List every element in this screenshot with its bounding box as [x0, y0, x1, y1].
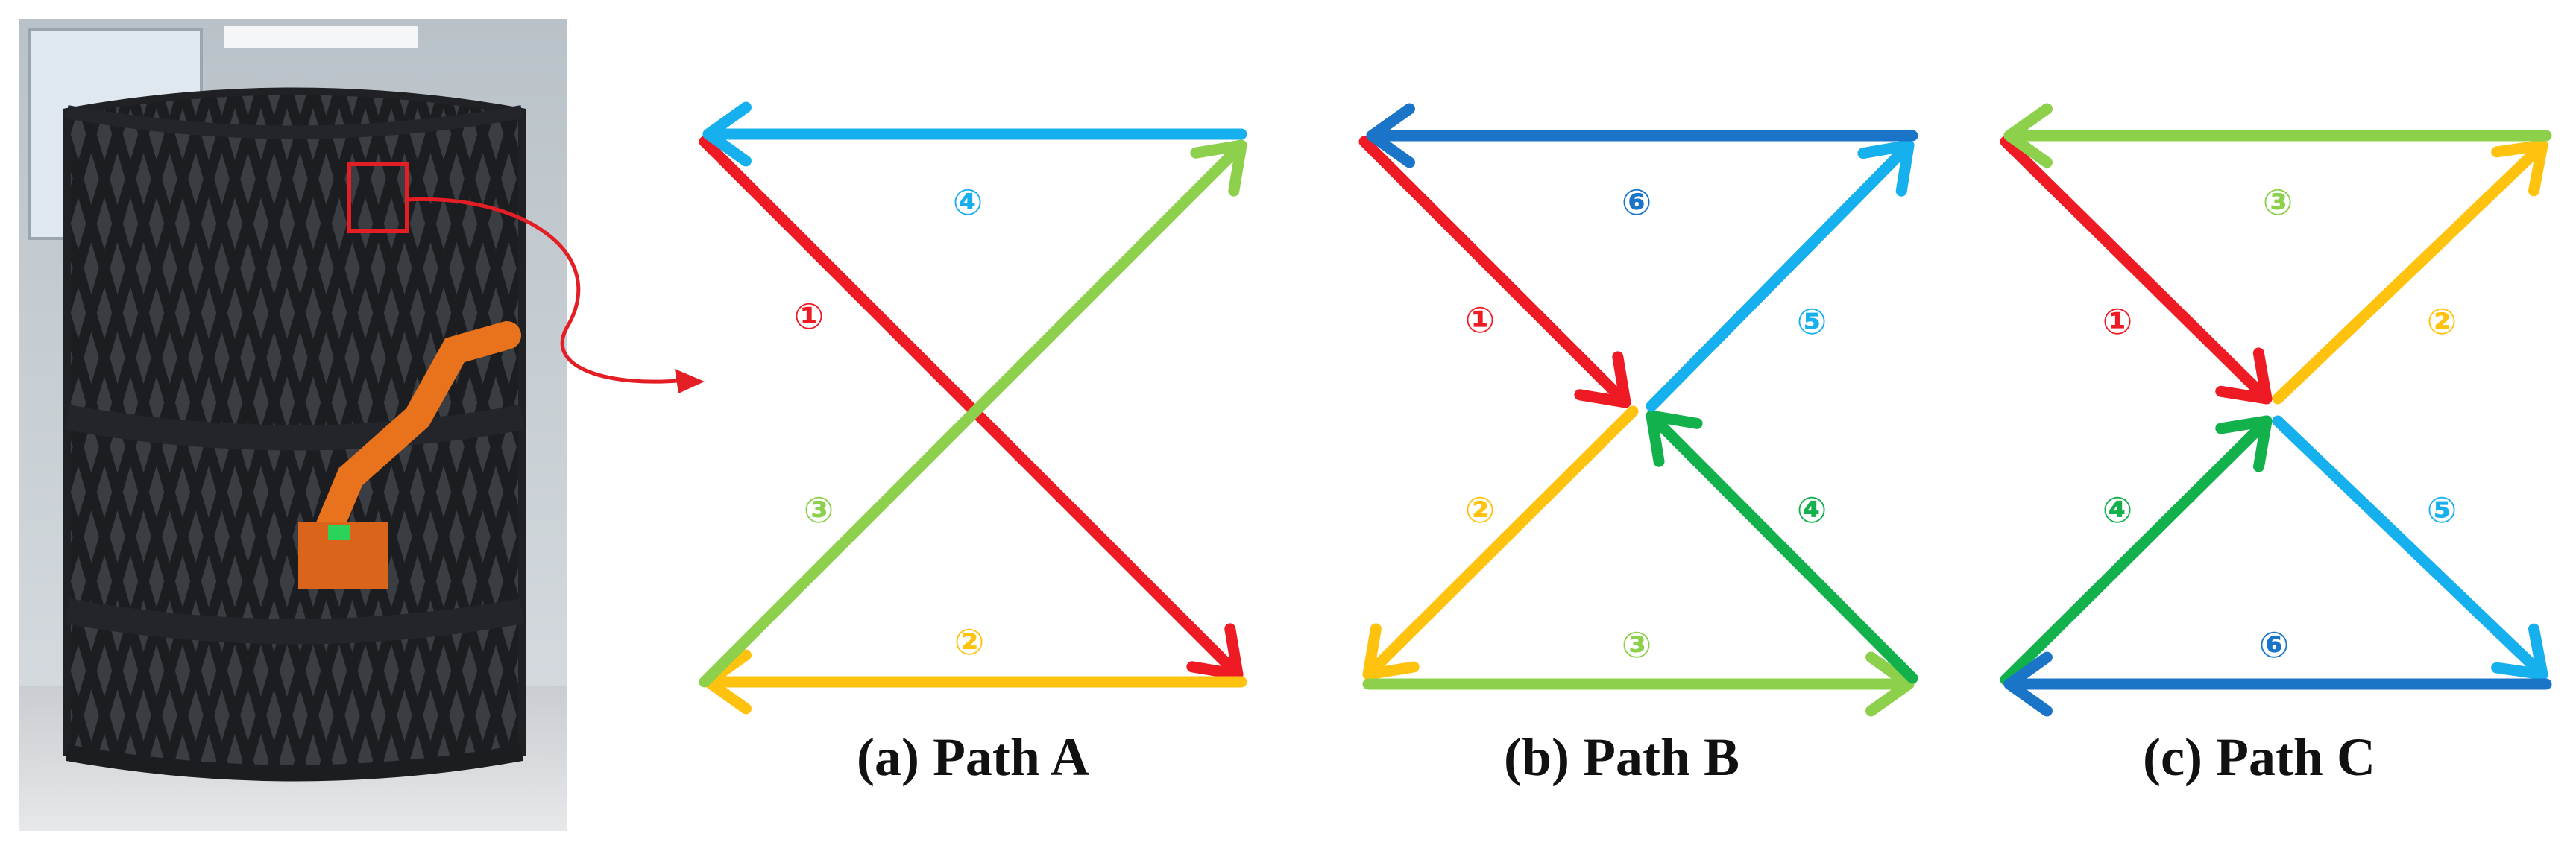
- path-c-segment-3: [2003, 103, 2552, 168]
- label-layer: ① ② ③ ④ ① ② ③ ④ ⑤ ⑥ ① ② ③ ④ ⑤ ⑥: [794, 182, 2457, 666]
- path-c-label-2: ②: [2427, 301, 2457, 343]
- svg-text:①: ①: [2103, 301, 2133, 343]
- cylinder-ring-1: [64, 405, 525, 451]
- path-b-label-1: ①: [1465, 300, 1496, 341]
- svg-text:③: ③: [1622, 624, 1652, 666]
- svg-text:②: ②: [954, 621, 985, 663]
- path-b-label-6: ⑥: [1622, 182, 1652, 224]
- path-b-label-4: ④: [1797, 490, 1827, 531]
- caption-path-b: (b) Path B: [1504, 727, 1739, 787]
- svg-text:④: ④: [2103, 490, 2133, 531]
- svg-text:③: ③: [804, 490, 834, 531]
- svg-text:④: ④: [1797, 490, 1827, 531]
- path-c-label-5: ⑤: [2427, 490, 2457, 531]
- path-b-segment-4: [1646, 410, 1918, 684]
- arrow-layer: [699, 101, 2552, 717]
- path-c-label-4: ④: [2103, 490, 2133, 531]
- svg-text:⑤: ⑤: [1797, 301, 1827, 343]
- svg-text:③: ③: [2263, 182, 2293, 224]
- caption-path-a: (a) Path A: [857, 727, 1089, 787]
- callout-arrowhead: [675, 369, 705, 393]
- path-c-label-3: ③: [2263, 182, 2293, 224]
- path-c-segment-6: [2003, 651, 2552, 717]
- path-b-segment-6: [1366, 103, 1918, 168]
- callout-box: [347, 162, 409, 233]
- svg-text:②: ②: [2427, 301, 2457, 343]
- path-a-label-3: ③: [804, 490, 834, 531]
- robot-arm: [298, 321, 521, 589]
- path-c-label-1: ①: [2103, 301, 2133, 343]
- path-a-label-4: ④: [953, 182, 983, 224]
- path-b-segment-3: [1362, 651, 1915, 717]
- path-b-label-5: ⑤: [1797, 301, 1827, 343]
- callout-curve: [406, 197, 687, 384]
- path-b-segment-2: [1362, 405, 1639, 680]
- cylinder-ring-bottom: [66, 744, 523, 782]
- cylinder-ring-top: [66, 105, 523, 139]
- path-c-segment-1: [2000, 136, 2273, 405]
- path-b-label-3: ③: [1622, 624, 1652, 666]
- path-a-label-1: ①: [794, 296, 825, 338]
- path-c-segment-5: [2272, 415, 2548, 680]
- ceiling-light: [224, 26, 418, 48]
- path-b-label-2: ②: [1465, 490, 1496, 531]
- path-a-segment-3: [699, 139, 1247, 688]
- path-b-segment-5: [1646, 139, 1915, 412]
- svg-text:⑤: ⑤: [2427, 490, 2457, 531]
- caption-path-c: (c) Path C: [2143, 727, 2375, 787]
- svg-text:②: ②: [1465, 490, 1496, 531]
- path-c-segment-2: [2272, 139, 2548, 405]
- svg-text:①: ①: [794, 296, 825, 338]
- path-c-segment-4: [2000, 415, 2273, 686]
- svg-text:⑥: ⑥: [2259, 624, 2290, 666]
- path-a-segment-4: [702, 101, 1247, 167]
- path-a-label-2: ②: [954, 621, 985, 663]
- svg-text:⑥: ⑥: [1622, 182, 1652, 224]
- svg-text:①: ①: [1465, 300, 1496, 341]
- lattice-cylinder-photo: [19, 19, 705, 831]
- path-c-label-6: ⑥: [2259, 624, 2290, 666]
- path-b-segment-1: [1358, 136, 1631, 408]
- svg-text:④: ④: [953, 182, 983, 224]
- cylinder-ring-2: [64, 598, 525, 645]
